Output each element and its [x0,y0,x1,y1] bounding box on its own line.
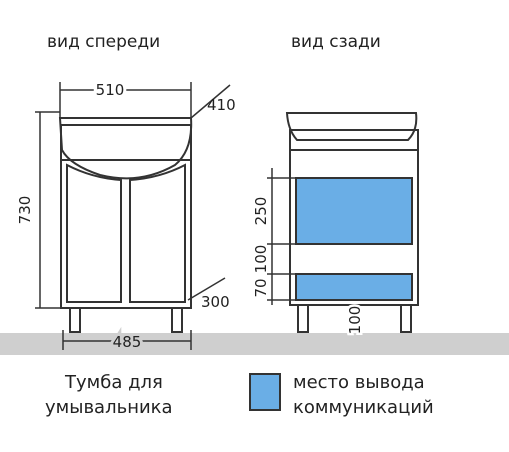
back-leg-right [400,304,412,333]
dim-730-label: 730 [16,196,34,225]
front-leg-left [69,307,81,333]
floor-strip [0,333,509,355]
dim-back-100-label: 100 [252,245,270,274]
front-dimension-lines [35,82,231,350]
legend-line-2: коммуникаций [293,397,434,418]
back-cabinet-body [289,129,419,306]
outlet-zone-lower [295,273,413,301]
dim-300-label: 300 [201,293,230,311]
legend-line-1: место вывода [293,372,425,393]
dim-510-label: 510 [96,81,125,99]
back-view-label: вид сзади [291,32,381,52]
front-leg-right [171,307,183,333]
front-door-right [129,163,186,303]
front-view [58,117,193,333]
legend-swatch [249,373,281,411]
front-view-label: вид спереди [47,32,161,52]
caption-line-2: умывальника [45,397,173,418]
dim-300-line [187,277,226,301]
dim-back-70-label: 70 [252,278,270,297]
back-leg-left [297,304,309,333]
dim-485-label: 485 [113,333,142,351]
outlet-zone-upper [295,177,413,245]
back-view [285,112,419,333]
front-door-left [66,163,122,303]
dim-410-label: 410 [207,96,236,114]
back-dimension-lines [267,168,296,305]
front-cabinet-body [60,124,192,309]
back-sink-basin [285,112,418,141]
dim-back-floor-100-label: 100 [346,306,364,335]
caption-line-1: Тумба для [65,372,163,393]
dim-back-250-label: 250 [252,197,270,226]
front-sink-basin [58,117,193,180]
dim-410-line [190,84,231,119]
